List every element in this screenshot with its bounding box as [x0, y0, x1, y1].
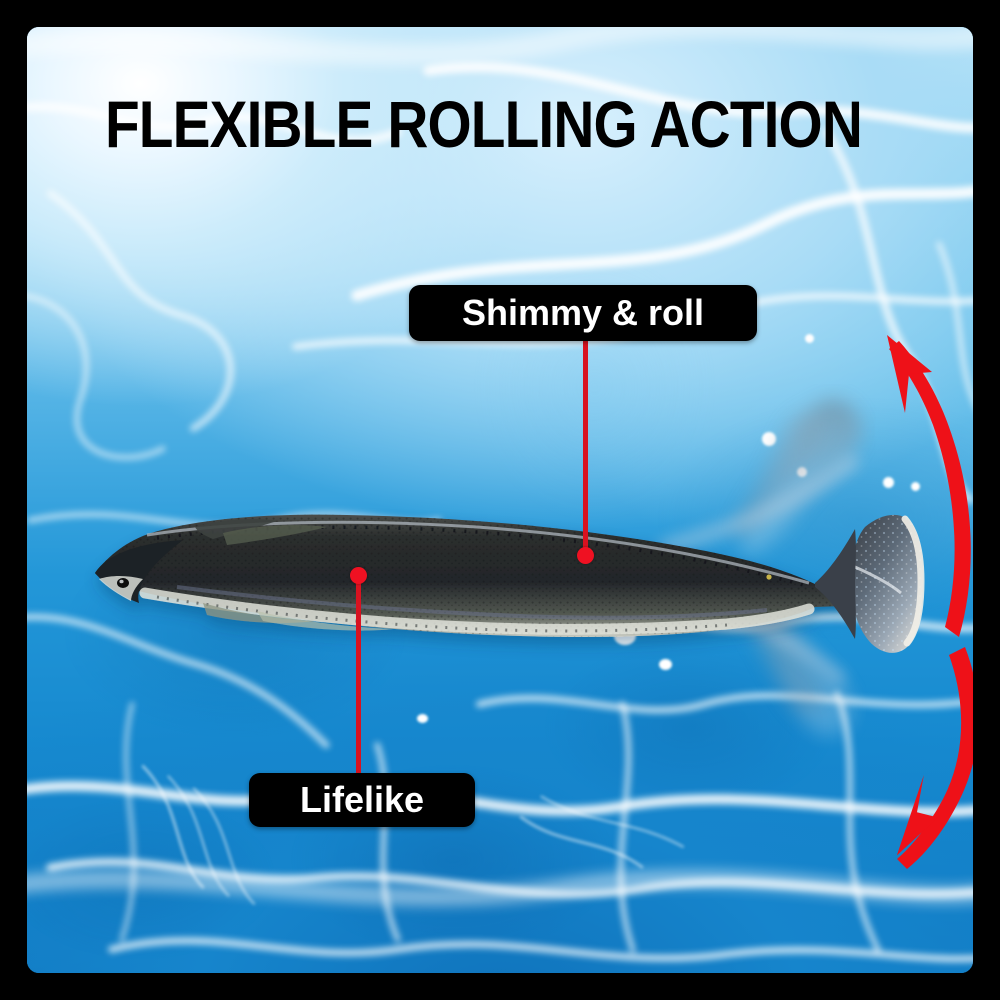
callout-label-lifelike: Lifelike	[299, 779, 425, 820]
callout-badge-lifelike[interactable]: Lifelike	[249, 773, 475, 827]
callout-badge-shimmy-and-roll[interactable]: Shimmy & roll	[409, 285, 757, 341]
poster-title: FLEXIBLE ROLLING ACTION	[105, 87, 863, 161]
water-caustics	[27, 27, 973, 973]
leader-line-lifelike	[356, 575, 361, 775]
underwater-photo: Shimmy & roll Lifelike FLEXIBLE ROLLING …	[27, 27, 973, 973]
leader-dot-lifelike	[350, 567, 367, 584]
callout-label-shimmy-and-roll: Shimmy & roll	[461, 292, 705, 333]
leader-dot-shimmy	[577, 547, 594, 564]
leader-line-shimmy	[583, 339, 588, 559]
